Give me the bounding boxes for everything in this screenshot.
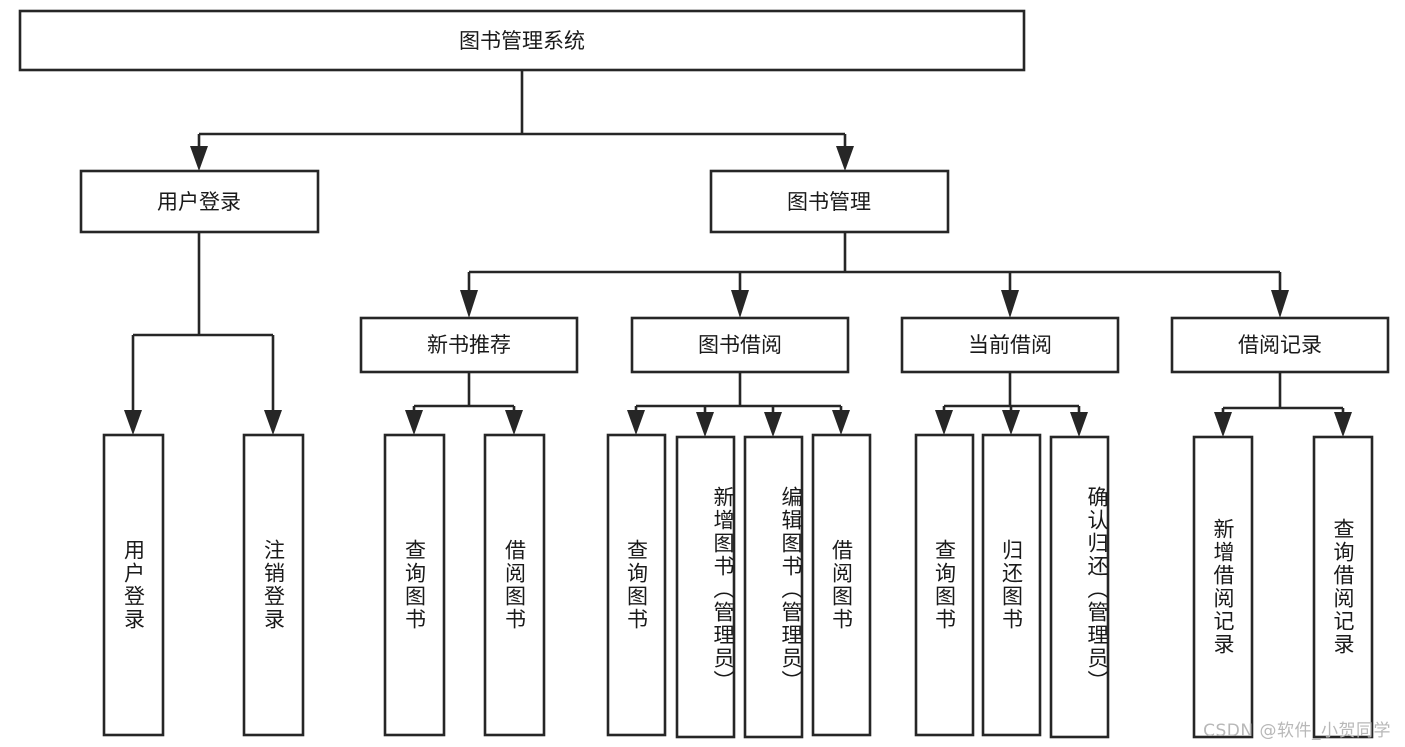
node-root[interactable]: 图书管理系统: [18, 9, 1026, 72]
node-current-borrow[interactable]: 当前借阅: [900, 316, 1120, 374]
connector-root-to-level2: [190, 70, 854, 171]
leaf-box-confirm-return[interactable]: [1049, 435, 1110, 739]
node-book-borrow-label: 图书借阅: [698, 333, 782, 357]
node-book-borrow[interactable]: 图书借阅: [630, 316, 850, 374]
node-current-borrow-label: 当前借阅: [968, 333, 1052, 357]
node-user-login-label: 用户登录: [157, 190, 241, 214]
node-borrow-record-box[interactable]: [1170, 316, 1390, 374]
leaf-box-borrow-book-1[interactable]: [483, 433, 546, 737]
node-book-manage[interactable]: 图书管理: [709, 169, 950, 234]
leaf-box-query-book-1[interactable]: [383, 433, 446, 737]
node-new-book-recommend[interactable]: 新书推荐: [359, 316, 579, 374]
node-borrow-record[interactable]: 借阅记录: [1170, 316, 1390, 374]
node-user-login-box[interactable]: [79, 169, 320, 234]
leaf-box-add-record[interactable]: [1192, 435, 1254, 739]
leaf-box-borrow-book-2[interactable]: [811, 433, 872, 737]
connector-currentborrow-to-leaves: [935, 372, 1088, 437]
leaf-box-return-book[interactable]: [981, 433, 1042, 737]
connector-bookmanage-to-level3: [460, 232, 1289, 318]
node-book-borrow-box[interactable]: [630, 316, 850, 374]
node-root-box[interactable]: [18, 9, 1026, 72]
leaf-box-user-login[interactable]: [102, 433, 165, 737]
leaf-box-query-book-2[interactable]: [606, 433, 667, 737]
node-current-borrow-box[interactable]: [900, 316, 1120, 374]
connector-borrowrecord-to-leaves: [1214, 372, 1352, 437]
leaf-box-query-record[interactable]: [1312, 435, 1374, 739]
connector-userlogin-to-leaves: [124, 232, 282, 435]
leaf-box-user-logout[interactable]: [242, 433, 305, 737]
node-user-login[interactable]: 用户登录: [79, 169, 320, 234]
node-borrow-record-label: 借阅记录: [1238, 333, 1322, 357]
node-new-book-recommend-box[interactable]: [359, 316, 579, 374]
leaf-box-edit-book[interactable]: [743, 435, 804, 739]
connector-bookborrow-to-leaves: [627, 372, 850, 437]
node-root-label: 图书管理系统: [459, 29, 585, 53]
node-book-manage-box[interactable]: [709, 169, 950, 234]
node-book-manage-label: 图书管理: [787, 190, 871, 214]
connector-newbook-to-leaves: [405, 372, 523, 435]
leaf-box-add-book[interactable]: [675, 435, 736, 739]
leaf-box-query-book-3[interactable]: [914, 433, 975, 737]
node-new-book-recommend-label: 新书推荐: [427, 333, 511, 357]
watermark-text: CSDN @软件_小贺同学: [1203, 721, 1391, 741]
